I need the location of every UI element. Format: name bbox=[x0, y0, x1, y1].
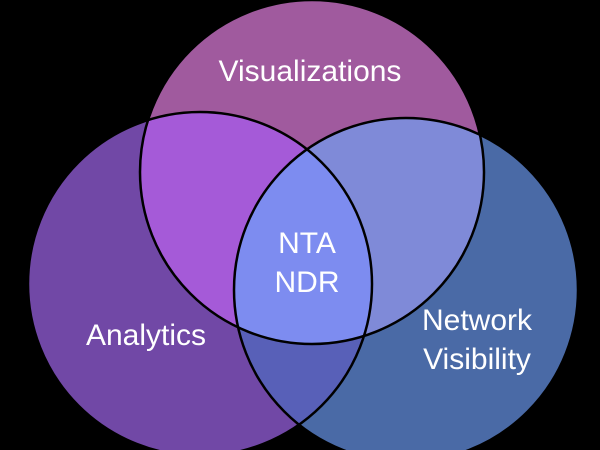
label-analytics: Analytics bbox=[86, 319, 206, 352]
label-visibility: Visibility bbox=[423, 343, 531, 376]
center-label-ndr: NDR bbox=[275, 266, 340, 299]
center-label-nta: NTA bbox=[278, 227, 336, 260]
label-network: Network bbox=[422, 304, 533, 337]
outline-visualizations bbox=[138, 0, 486, 346]
outline-network-visibility bbox=[232, 116, 580, 450]
overlap-center bbox=[234, 118, 372, 344]
outline-analytics bbox=[26, 110, 374, 450]
label-visualizations: Visualizations bbox=[219, 55, 402, 88]
